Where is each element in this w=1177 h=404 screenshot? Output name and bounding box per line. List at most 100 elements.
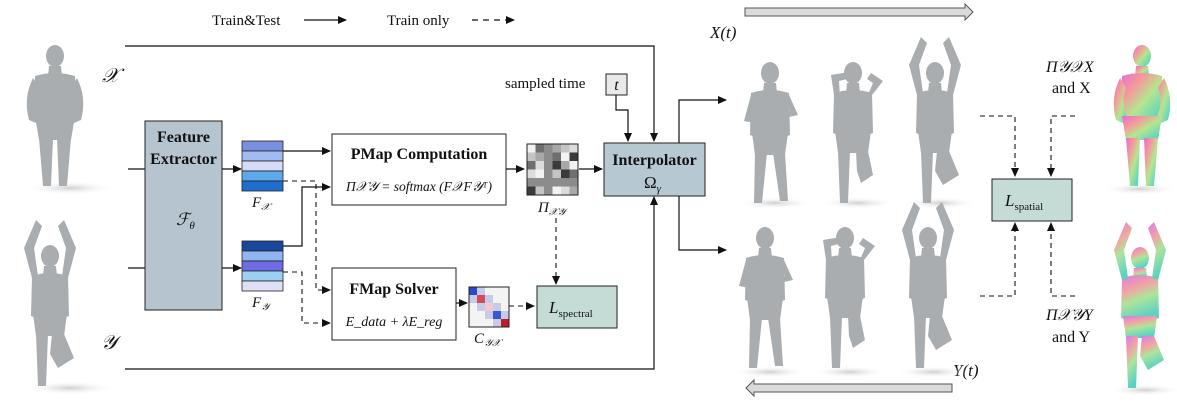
feature-stack-y [241,240,284,292]
shadow [1107,384,1177,396]
matrix-cell [469,311,477,319]
feature-cell [241,160,284,172]
arrow-result-top-spatial [1047,115,1075,177]
matrix-cell [527,161,536,170]
spatial-loss-label: Lspatial [1004,191,1043,213]
result-shape-top [1113,45,1171,186]
matrix-cell [535,186,544,195]
pmap-box [331,133,507,206]
feature-extractor-box [144,120,223,311]
fmap-box [331,267,457,341]
feature-cell [241,180,284,192]
matrix-cell [469,319,477,327]
interpolator-symbol: Ωγ [644,173,662,195]
matrix-cell [535,178,544,187]
matrix-cell [552,169,561,178]
matrix-cell [493,303,501,311]
matrix-cell [469,287,477,295]
matrix-cell [569,144,578,153]
result-top-line-1: Π𝒴𝒳X [1045,59,1095,76]
matrix-cell [527,178,536,187]
input-label-x: 𝒳 [102,65,125,87]
flow-y-to-interpolator [125,196,658,370]
arrow-fy-fmap [283,271,331,327]
matrix-cell [477,295,485,303]
feature-label-x: F𝒳 [251,195,273,213]
matrix-cell [477,287,485,295]
matrix-cell [569,152,578,161]
matrix-cell [561,169,570,178]
fmap-matrix [468,286,510,328]
pmap-title: PMap Computation [351,146,488,163]
matrix-cell [493,311,501,319]
shadow [820,197,896,209]
fmap-matrix-label: C𝒴𝒳 [474,331,504,349]
matrix-cell [561,161,570,170]
result-bottom-line-2: and Y [1052,329,1091,346]
matrix-cell [544,152,553,161]
matrix-cell [501,287,509,295]
sequence-bottom-frame-3 [902,202,954,368]
shadow [1102,183,1177,195]
matrix-cell [552,152,561,161]
fmap-title: FMap Solver [349,281,438,298]
feature-cell [241,260,284,272]
matrix-cell [527,169,536,178]
sequence-backward-arrow [745,378,953,398]
sequence-top-frame-3 [909,37,961,203]
legend-dashed-label: Train only [387,13,450,29]
matrix-cell [527,144,536,153]
feature-cell [241,280,284,292]
sequence-bottom-frame-2 [823,227,875,368]
arrow-time-interpolator [615,95,632,142]
shadow [895,366,971,378]
matrix-border [526,143,579,196]
pmap-matrix-label: Π𝒳𝒴 [537,200,568,218]
interpolator-box [603,142,706,197]
matrix-cell [552,161,561,170]
matrix-cell [535,169,544,178]
matrix-border [468,286,510,328]
matrix-cell [477,303,485,311]
matrix-cell [527,186,536,195]
interpolator-title: Interpolator [612,152,696,169]
feature-cell [241,250,284,262]
shadow [732,366,808,378]
flow-x-to-interpolator [125,45,658,142]
matrix-cell [569,169,578,178]
matrix-cell [535,161,544,170]
matrix-cell [535,152,544,161]
fmap-formula: E_data + λE_reg [345,315,443,330]
feature-extractor-symbol: ℱθ [176,210,195,232]
matrix-cell [552,186,561,195]
sequence-bottom-frame-1 [739,227,793,368]
matrix-cell [493,295,501,303]
feature-extractor-title-1: Feature [157,129,210,146]
matrix-cell [493,319,501,327]
matrix-cell [501,311,509,319]
matrix-cell [485,287,493,295]
sampled-time-var: t [614,77,619,94]
input-label-y: 𝒴 [101,332,122,354]
matrix-cell [561,144,570,153]
arrow-result-bottom-spatial [1047,222,1075,297]
sequence-top-frame-1 [744,62,798,203]
matrix-cell [477,319,485,327]
shadow [902,197,978,209]
legend-solid-label: Train&Test [212,13,281,29]
shadow [812,366,888,378]
matrix-cell [493,287,501,295]
feature-extractor-title-2: Extractor [150,151,217,168]
result-top-line-2: and X [1052,80,1091,97]
matrix-cell [485,311,493,319]
matrix-cell [544,144,553,153]
matrix-cell [561,178,570,187]
matrix-cell [561,152,570,161]
feature-cell [241,240,284,252]
matrix-cell [469,295,477,303]
feature-cell [241,170,284,182]
feature-stack-x [241,140,284,192]
spatial-loss-box [991,178,1073,222]
matrix-cell [569,186,578,195]
